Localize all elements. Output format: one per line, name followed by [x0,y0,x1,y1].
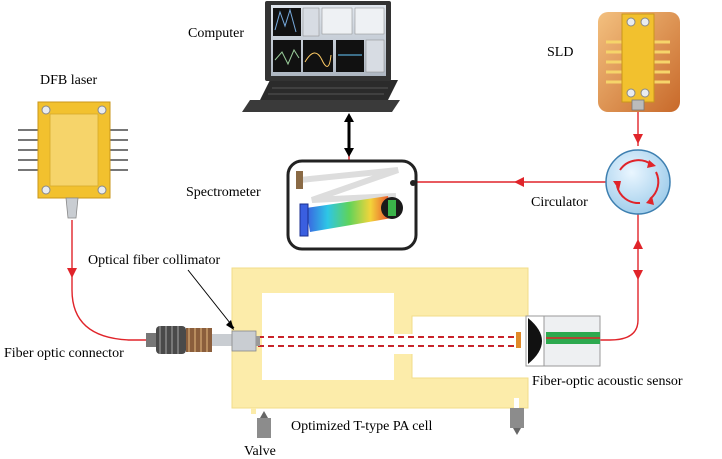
sld-chip-icon [598,12,680,112]
arrow-left-circulator-icon [514,177,524,187]
pa-cell [231,267,529,414]
label-pa-cell: Optimized T-type PA cell [291,419,433,434]
label-dfb-laser: DFB laser [40,73,98,88]
arrow-down-sld-icon [633,134,643,144]
fiber-arrows [67,134,643,280]
label-acoustic-sensor: Fiber-optic acoustic sensor [532,374,683,389]
fiber-collimator-icon [231,330,260,352]
dfb-laser-icon [18,101,128,219]
label-collimator: Optical fiber collimator [88,253,221,268]
acoustic-sensor-icon [516,315,601,367]
label-spectrometer: Spectrometer [186,185,261,200]
label-sld: SLD [547,45,573,60]
valve-outlet-icon [510,408,524,435]
arrow-down-sensor-2-icon [633,270,643,280]
label-valve: Valve [244,444,276,459]
arrow-up-sensor-1-icon [633,239,643,249]
arrow-down-dfb-icon [67,268,77,278]
laser-beam [258,336,518,347]
laptop-icon [242,1,400,112]
label-circulator: Circulator [531,195,588,210]
label-fiber-connector: Fiber optic connector [4,346,124,361]
label-computer: Computer [188,26,244,41]
bidirectional-arrow-icon [344,113,354,157]
fiber-connector-icon [146,326,232,354]
valve-inlet-icon [257,411,271,438]
collimator-pointer [187,269,235,330]
spectrometer-icon [286,159,418,251]
circulator-icon [605,149,671,215]
